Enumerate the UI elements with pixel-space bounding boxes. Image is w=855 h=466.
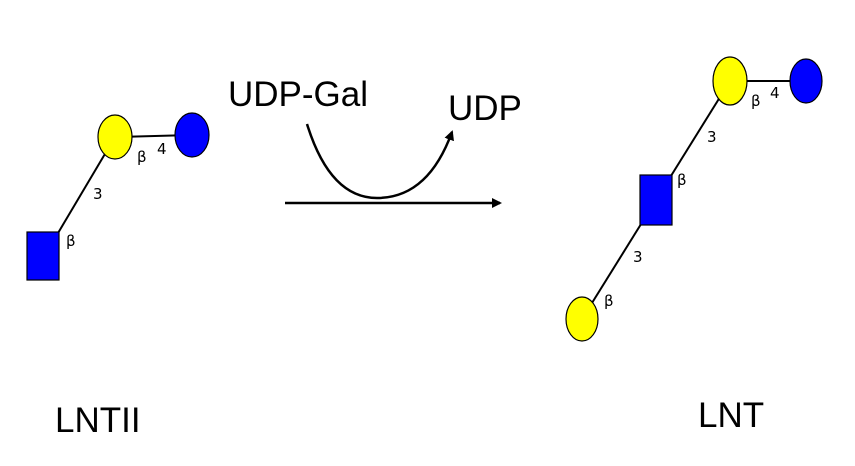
product-glycan: β 3 β 3 β 4 (565, 56, 823, 342)
anomer-label: β (677, 171, 687, 189)
anomer-label: β (604, 292, 614, 310)
anomer-label: β (137, 148, 147, 166)
glcnac-square-icon (639, 174, 673, 226)
galactose-circle-icon (97, 114, 133, 160)
galactose-circle-icon (565, 296, 599, 342)
linkage-label: 3 (93, 185, 103, 203)
galactose-circle-icon (712, 56, 748, 106)
anomer-label: β (751, 92, 761, 110)
donor-label: UDP-Gal (228, 75, 368, 114)
released-label: UDP (448, 89, 522, 128)
linkage-label: 3 (707, 128, 717, 146)
anomer-label: β (66, 232, 76, 250)
glucose-circle-icon (789, 58, 823, 104)
substrate-glycan: β 3 β 4 (26, 112, 210, 281)
linkage-label: 3 (633, 248, 643, 266)
reaction-arrow (285, 123, 502, 208)
linkage-label: 4 (770, 84, 780, 102)
glcnac-square-icon (26, 231, 60, 281)
substrate-name: LNTII (55, 401, 141, 440)
product-name: LNT (698, 396, 764, 435)
linkage-label: 4 (157, 140, 167, 158)
glucose-circle-icon (174, 112, 210, 158)
